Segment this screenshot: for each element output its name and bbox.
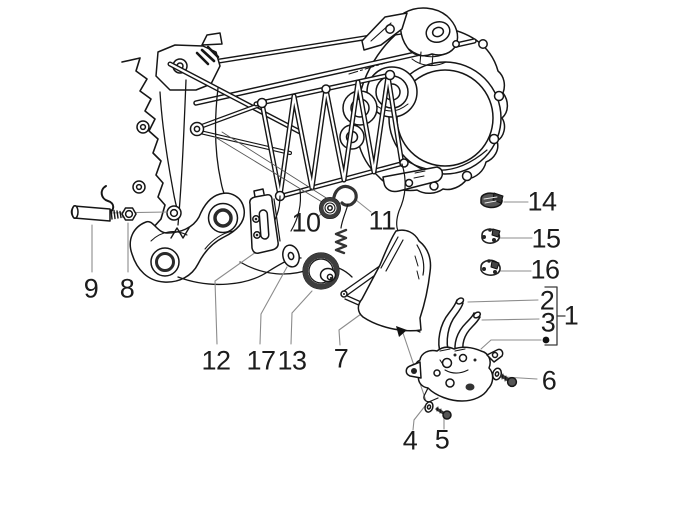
part-11-spring: [332, 184, 358, 255]
callout-4: 4: [402, 425, 418, 456]
group-1-dot: [542, 336, 550, 344]
callout-15: 15: [531, 223, 561, 254]
part-10-sprocket: [318, 196, 342, 220]
callout-8: 8: [119, 273, 135, 304]
group-1-bracket: [542, 286, 566, 346]
pointer-arrowhead: [396, 326, 407, 337]
part-5-screw: [435, 406, 452, 420]
part-15-clamp: [481, 228, 501, 244]
part-13-sprocket-gear: [302, 252, 340, 290]
part-7-chain-cover: [340, 229, 432, 337]
callout-13: 13: [277, 345, 307, 376]
callout-9: 9: [83, 273, 99, 304]
part-4-washer: [424, 401, 434, 413]
callout-17: 17: [246, 345, 276, 376]
hose-3-art: [454, 312, 481, 355]
part-17-washer: [282, 244, 300, 268]
part-9-adjuster-screw: [70, 205, 124, 222]
hose-2-art: [438, 299, 464, 356]
callout-16: 16: [530, 254, 560, 285]
callout-2: 2: [539, 285, 555, 316]
callout-10: 10: [291, 207, 321, 238]
callout-12: 12: [201, 345, 231, 376]
callout-3: 3: [540, 307, 556, 338]
part-6-bolt-washer: [491, 367, 518, 388]
callout-6: 6: [541, 365, 557, 396]
callout-7: 7: [333, 343, 349, 374]
part-14-clamp: [480, 192, 504, 209]
callout-14: 14: [527, 186, 557, 217]
part-oil-pump-group: [405, 297, 504, 403]
callout-1: 1: [563, 300, 579, 331]
crankcase-art: [100, 7, 509, 286]
callout-5: 5: [434, 424, 450, 455]
part-16-clamp: [480, 259, 501, 276]
part-12-plate: [249, 188, 281, 254]
part-8-nut: [121, 207, 137, 221]
callout-11: 11: [368, 205, 396, 236]
